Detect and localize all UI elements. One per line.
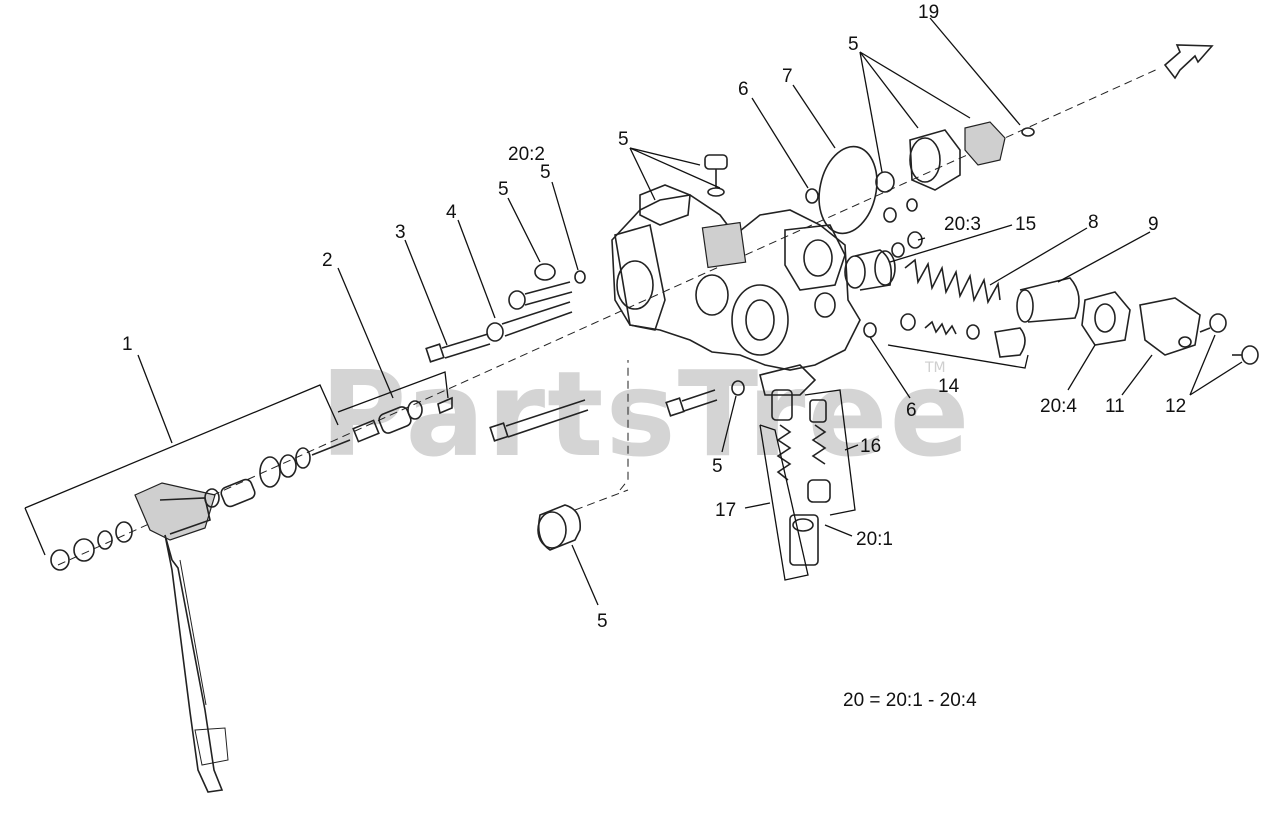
part-14-valve-group [887, 313, 1029, 369]
pump-housing [611, 184, 861, 396]
callout-5-bolt: 5 [498, 179, 509, 200]
callout-19: 19 [918, 2, 939, 23]
part-5-end-cap [537, 504, 582, 551]
callout-5-manifold: 5 [848, 34, 859, 55]
callout-20-1: 20:1 [856, 529, 893, 550]
part-3-bolt [425, 333, 491, 363]
part-15-bushing [844, 249, 896, 291]
callout-6-lower: 6 [906, 400, 917, 421]
callout-15: 15 [1015, 214, 1036, 235]
callout-labels: 1 2 3 4 5 20:2 5 5 6 7 5 19 20:3 15 8 9 … [122, 2, 1186, 632]
callout-1: 1 [122, 334, 133, 355]
part-7-o-ring [818, 145, 878, 235]
cap-guide-line [574, 489, 629, 511]
callout-6-upper: 6 [738, 79, 749, 100]
callout-8: 8 [1088, 212, 1099, 233]
part-20-4-gasket [1081, 291, 1131, 346]
callout-20-3: 20:3 [944, 214, 981, 235]
bracket-1 [24, 384, 339, 509]
callout-20-4: 20:4 [1040, 396, 1077, 417]
callout-5-cap: 5 [597, 611, 608, 632]
callout-5-lower: 5 [712, 456, 723, 477]
part-5-manifold [909, 121, 1035, 191]
bolt-guide-line [619, 360, 629, 491]
part-8-spring [904, 258, 1001, 305]
callout-2: 2 [322, 250, 333, 271]
part-2-valve-insert [352, 396, 453, 443]
callout-20-2: 20:2 [508, 144, 545, 165]
callout-14: 14 [938, 376, 960, 397]
part-20-2-screw [704, 154, 728, 197]
part-11-cover [1139, 297, 1201, 356]
callout-5-screw: 5 [540, 162, 551, 183]
callout-5-caps: 5 [618, 129, 629, 150]
watermark-text: PartsTree [320, 345, 972, 483]
part-4-bolt [486, 263, 586, 342]
callout-9: 9 [1148, 214, 1159, 235]
direction-arrow [1163, 44, 1214, 80]
callout-4: 4 [446, 202, 457, 223]
callout-17: 17 [715, 500, 736, 521]
callout-3: 3 [395, 222, 406, 243]
bracket-2 [337, 371, 449, 413]
callout-16: 16 [860, 436, 881, 457]
callout-12: 12 [1165, 396, 1186, 417]
part-12-bolts [1199, 313, 1259, 365]
legend-kit-note: 20 = 20:1 - 20:4 [843, 690, 977, 711]
bracket-1-left [24, 507, 46, 556]
part-16-17-valve-stacks [759, 389, 856, 581]
o-rings-housing [805, 171, 923, 338]
watermark-tm: TM [924, 360, 946, 376]
leader-lines [137, 17, 1243, 606]
part-9-cylinder [1016, 277, 1080, 323]
callout-11: 11 [1105, 396, 1125, 417]
part-1-handle-assembly [50, 439, 351, 793]
lower-bolts [489, 380, 745, 442]
callout-7: 7 [782, 66, 793, 87]
